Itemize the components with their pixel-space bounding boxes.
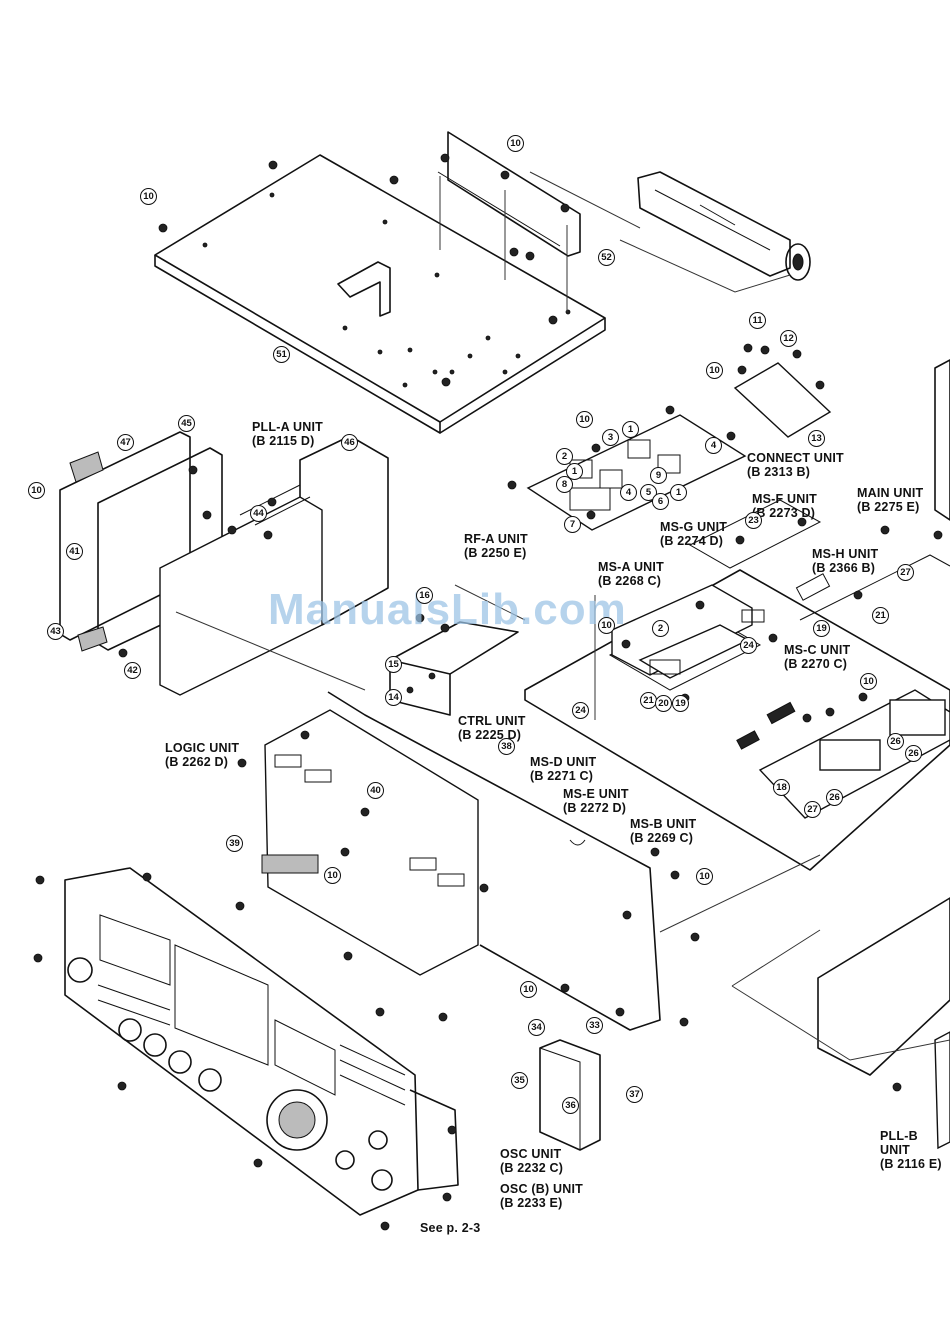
label-ms-h-unit: MS-H UNIT (B 2366 B) [812,547,879,575]
part-callout-19b: 19 [672,695,689,712]
part-callout-16: 16 [416,587,433,604]
part-callout-46: 44 [250,505,267,522]
pll-a-assembly [59,431,389,696]
part-callout-27: 26 [887,733,904,750]
part-callout-23: 23 [745,512,762,529]
part-callout-34: 34 [528,1019,545,1036]
osc-unit [539,1039,601,1151]
part-callout-24b: 24 [572,702,589,719]
rear-bracket [437,131,581,312]
watermark: ManualsLib.com [268,585,627,634]
label-osc-unit: OSC UNIT (B 2232 C) [500,1147,564,1175]
label-osc-b-unit: OSC (B) UNIT (B 2233 E) [500,1182,583,1210]
part-callout-19: 19 [813,620,830,637]
part-callout-21: 21 [872,607,889,624]
part-callout-39: 39 [226,835,243,852]
part-callout-51: 51 [273,346,290,363]
part-callout-37: 37 [626,1086,643,1103]
label-pll-a-unit: PLL-A UNIT (B 2115 D) [252,420,323,448]
part-callout-14: 14 [385,689,402,706]
part-callout-26: 26 [905,745,922,762]
main-chassis [524,499,950,871]
connect-unit-board [733,362,832,438]
part-callout-42: 45 [178,415,195,432]
part-callout-10d: 10 [576,411,593,428]
label-rf-a-unit: RF-A UNIT (B 2250 E) [464,532,528,560]
part-callout-10b: 10 [140,188,157,205]
part-callout-10f: 10 [598,617,615,634]
part-callout-40: 40 [367,782,384,799]
ctrl-unit-bracket [389,621,519,716]
part-callout-10: 10 [507,135,524,152]
part-callout-20: 20 [655,695,672,712]
cable-piece-2 [77,626,108,652]
part-callout-12: 12 [780,330,797,347]
part-callout-45: 42 [124,662,141,679]
part-callout-36: 36 [562,1097,579,1114]
cable-piece [69,451,104,483]
screws [33,153,943,1231]
label-main-unit: MAIN UNIT (B 2275 E) [857,486,924,514]
label-ms-f-unit: MS-F UNIT (B 2273 D) [752,492,817,520]
part-callout-10e: 10 [28,482,45,499]
part-callout-13: 13 [808,430,825,447]
part-callout-26b: 26 [826,789,843,806]
part-callout-35: 35 [511,1072,528,1089]
part-callout-7: 7 [564,516,581,533]
label-ms-e-unit: MS-E UNIT (B 2272 D) [563,787,629,815]
part-callout-33: 33 [586,1017,603,1034]
part-callout-11: 11 [749,312,766,329]
part-callout-2b: 2 [652,620,669,637]
part-callout-44: 46 [341,434,358,451]
part-callout-4: 4 [705,437,722,454]
part-callout-47: 47 [117,434,134,451]
part-callout-38: 38 [498,738,515,755]
part-callout-52: 52 [598,249,615,266]
part-callout-6: 6 [652,493,669,510]
part-callout-1b: 1 [566,463,583,480]
label-ms-g-unit: MS-G UNIT (B 2274 D) [660,520,728,548]
part-callout-24: 24 [740,637,757,654]
part-callout-10h: 10 [324,867,341,884]
part-callout-4b: 4 [620,484,637,501]
fan-assembly [529,171,811,293]
part-callout-10j: 10 [520,981,537,998]
part-callout-28b: 27 [804,801,821,818]
pll-b-unit [817,897,950,1150]
right-edge-board [934,359,950,521]
label-logic-unit: LOGIC UNIT (B 2262 D) [165,741,240,769]
part-callout-43: 43 [47,623,64,640]
front-panel [64,867,459,1216]
label-ctrl-unit: CTRL UNIT (B 2225 D) [458,714,526,742]
ms-boards [611,584,765,679]
part-callout-18: 18 [773,779,790,796]
assembly-guide-lines [175,584,950,1061]
label-ms-b-unit: MS-B UNIT (B 2269 C) [630,817,697,845]
part-callout-10g: 10 [860,673,877,690]
part-callout-1: 1 [622,421,639,438]
label-ms-d-unit: MS-D UNIT (B 2271 C) [530,755,597,783]
footer-note: See p. 2-3 [420,1221,481,1235]
label-connect-unit: CONNECT UNIT (B 2313 B) [747,451,844,479]
label-pll-b-unit: PLL-B UNIT (B 2116 E) [880,1129,942,1171]
part-callout-9: 9 [650,467,667,484]
label-ms-a-unit: MS-A UNIT (B 2268 C) [598,560,664,588]
part-callout-2: 2 [556,448,573,465]
top-cover [154,154,606,434]
logic-unit [261,691,661,1031]
part-callout-10i: 10 [696,868,713,885]
part-callout-10c: 10 [706,362,723,379]
part-callout-15: 15 [385,656,402,673]
part-callout-41: 41 [66,543,83,560]
part-callout-8: 8 [556,476,573,493]
part-callout-28: 27 [897,564,914,581]
part-callout-3: 3 [602,429,619,446]
part-callout-1c: 1 [670,484,687,501]
label-ms-c-unit: MS-C UNIT (B 2270 C) [784,643,851,671]
